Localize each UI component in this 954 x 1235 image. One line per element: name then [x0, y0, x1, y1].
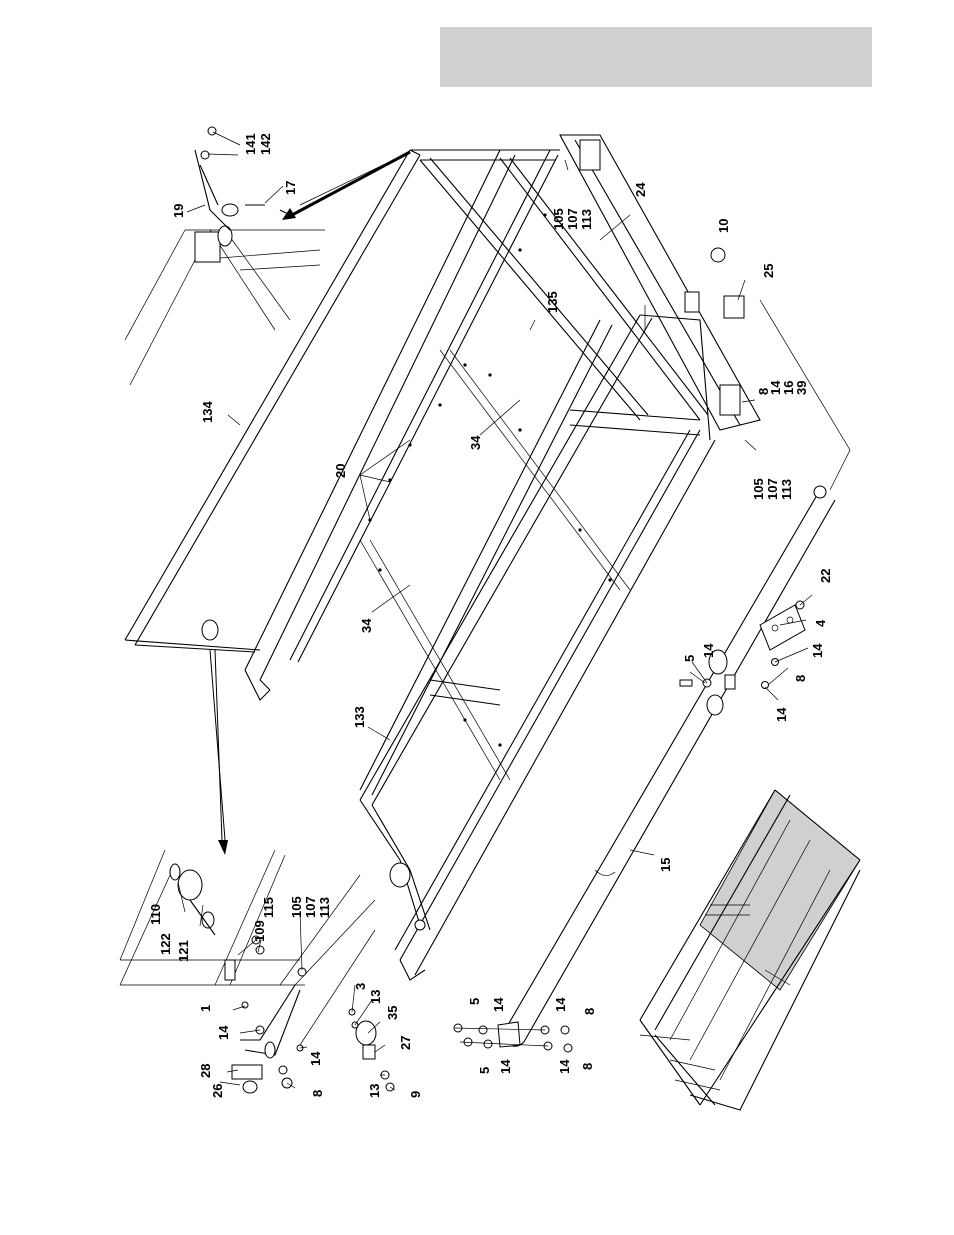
- callout-label: 19: [171, 204, 186, 218]
- callout-label: 113: [579, 209, 594, 230]
- callout-label: 107: [765, 478, 780, 500]
- callout-label: 28: [198, 1064, 213, 1078]
- bracket-22: [680, 601, 805, 689]
- callout-label: 14: [308, 1051, 323, 1066]
- callout-label: 5: [477, 1067, 492, 1074]
- callout-label: 109: [252, 920, 267, 942]
- callout-label: 14: [553, 997, 568, 1012]
- pulley: [202, 620, 218, 640]
- callout-label: 105: [751, 478, 766, 500]
- callout-label: 14: [810, 643, 825, 658]
- callout-label: 26: [210, 1084, 225, 1098]
- callout-label: 27: [398, 1036, 413, 1050]
- callout-label: 115: [261, 897, 276, 918]
- callout-label: 4: [813, 619, 828, 627]
- callout-label: 14: [774, 707, 789, 722]
- callout-label: 105: [551, 208, 566, 230]
- callout-label: 13: [367, 1084, 382, 1098]
- callout-label: 105: [289, 896, 304, 918]
- callout-label: 35: [385, 1006, 400, 1020]
- callout-label: 39: [794, 381, 809, 395]
- inset-thumbnail: [640, 790, 860, 1110]
- callout-label: 122: [158, 933, 173, 955]
- callout-label: 14: [491, 997, 506, 1012]
- bracket-block: [720, 385, 740, 415]
- callout-label: 113: [317, 897, 332, 918]
- callout-label: 14: [557, 1059, 572, 1074]
- winch-detail: [120, 650, 375, 1045]
- callout-label: 135: [545, 291, 560, 313]
- bracket-block: [685, 292, 699, 312]
- callout-label: 8: [310, 1090, 325, 1097]
- callout-label: 15: [658, 858, 673, 872]
- fastener-dots: [368, 213, 611, 746]
- callout-label: 10: [716, 219, 731, 233]
- callout-label: 8: [582, 1008, 597, 1015]
- bracket-block: [580, 140, 600, 170]
- callout-label: 13: [368, 990, 383, 1004]
- callout-label: 8: [580, 1063, 595, 1070]
- bracket: [415, 920, 425, 930]
- callout-label: 134: [200, 401, 215, 423]
- callout-label: 24: [633, 182, 648, 197]
- pulley: [390, 863, 410, 887]
- callout-label: 25: [761, 264, 776, 278]
- callout-label: 34: [359, 618, 374, 633]
- callout-label: 34: [468, 435, 483, 450]
- callout-label: 5: [682, 655, 697, 662]
- chain-detail: [125, 127, 410, 385]
- callout-label: 110: [148, 904, 163, 925]
- callout-label: 8: [793, 675, 808, 682]
- callout-label: 3: [353, 983, 368, 990]
- square-nut-25: [724, 296, 744, 318]
- callout-label: 142: [258, 133, 273, 155]
- callout-labels: 141 142 19 17 24 105 107 113 10 25 135 1…: [148, 133, 833, 1098]
- callout-label: 113: [779, 479, 794, 500]
- callout-label: 5: [467, 998, 482, 1005]
- callout-label: 141: [243, 133, 258, 155]
- callout-label: 20: [333, 464, 348, 478]
- callout-label: 107: [303, 896, 318, 918]
- callout-label: 107: [565, 208, 580, 230]
- callout-label: 14: [498, 1059, 513, 1074]
- callout-label: 9: [408, 1091, 423, 1098]
- callout-label: 121: [176, 940, 191, 962]
- callout-label: 17: [283, 181, 298, 195]
- callout-label: 14: [701, 643, 716, 658]
- callout-label: 133: [352, 706, 367, 728]
- callout-label: 1: [198, 1005, 213, 1012]
- nut-10: [711, 248, 725, 262]
- leader-lines: [178, 132, 812, 1090]
- callout-label: 14: [216, 1025, 231, 1040]
- callout-label: 22: [818, 569, 833, 583]
